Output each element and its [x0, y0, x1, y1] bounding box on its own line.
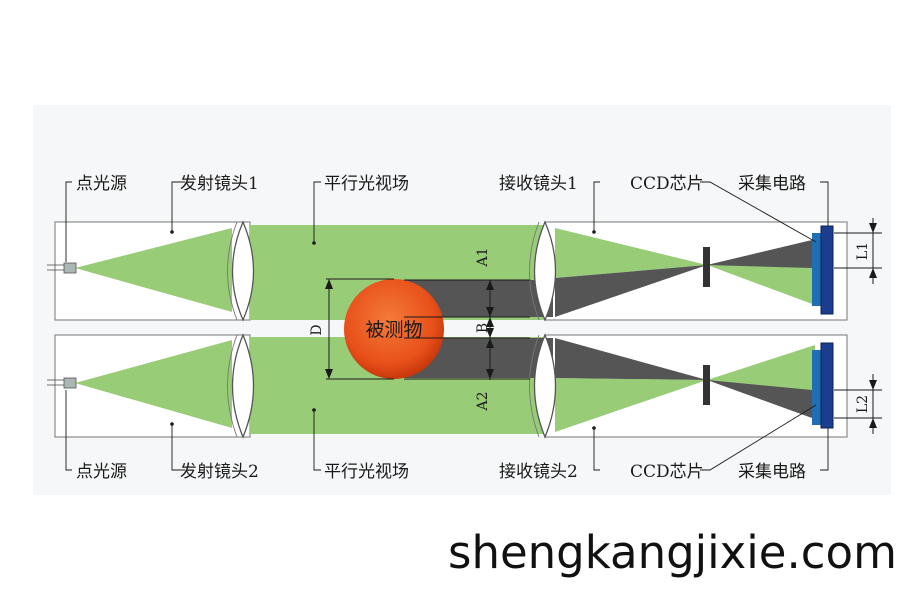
top-ccd-chip: [812, 233, 822, 306]
label-bottom-recv-lens: 接收镜头2: [499, 462, 578, 482]
label-bottom-ccd: CCD芯片: [630, 462, 704, 482]
top-aperture: [703, 247, 710, 287]
label-top-point-source: 点光源: [76, 174, 127, 194]
dim-L1: L1: [855, 242, 871, 260]
top-receiver-green-cone: [555, 228, 815, 305]
dim-L2: L2: [855, 395, 871, 413]
bottom-source-cone: [75, 340, 232, 428]
bottom-receiver-green-cone: [555, 345, 815, 432]
site-watermark: shengkangjixie.com: [448, 526, 897, 579]
label-top-parallel-field: 平行光视场: [324, 174, 409, 194]
top-point-source: [63, 262, 77, 274]
bottom-receiver-shadow-cone: [555, 338, 812, 418]
label-top-recv-lens: 接收镜头1: [499, 174, 578, 194]
label-bottom-point-source: 点光源: [76, 462, 127, 482]
label-top-circuit: 采集电路: [738, 174, 806, 194]
object-label: 被测物: [365, 319, 422, 341]
bottom-recv-lens: [533, 333, 557, 439]
dim-A1: A1: [475, 247, 491, 267]
top-channel: [47, 220, 848, 322]
bottom-point-source: [63, 377, 77, 389]
label-bottom-parallel-field: 平行光视场: [324, 462, 409, 482]
top-receiver-shadow-cone: [555, 240, 812, 317]
top-acq-circuit: [820, 225, 834, 315]
bottom-emit-lens: [231, 333, 255, 439]
dim-A2: A2: [475, 391, 491, 411]
label-bottom-circuit: 采集电路: [738, 462, 806, 482]
dim-D: D: [309, 324, 325, 335]
label-top-emit-lens: 发射镜头1: [180, 174, 259, 194]
bottom-acq-circuit: [820, 342, 834, 429]
bottom-ccd-chip: [812, 350, 822, 425]
bottom-channel: [47, 333, 848, 439]
top-source-cone: [75, 228, 232, 312]
top-emit-lens: [231, 220, 255, 322]
leader-lines: [65, 181, 829, 471]
label-bottom-emit-lens: 发射镜头2: [180, 462, 259, 482]
measured-object: [344, 279, 444, 379]
bottom-aperture: [703, 365, 710, 405]
top-recv-lens: [533, 220, 557, 322]
dimension-arrows: [325, 223, 877, 428]
dim-B: B: [475, 323, 491, 333]
leader-dots: [170, 230, 596, 430]
label-top-ccd: CCD芯片: [630, 174, 704, 194]
